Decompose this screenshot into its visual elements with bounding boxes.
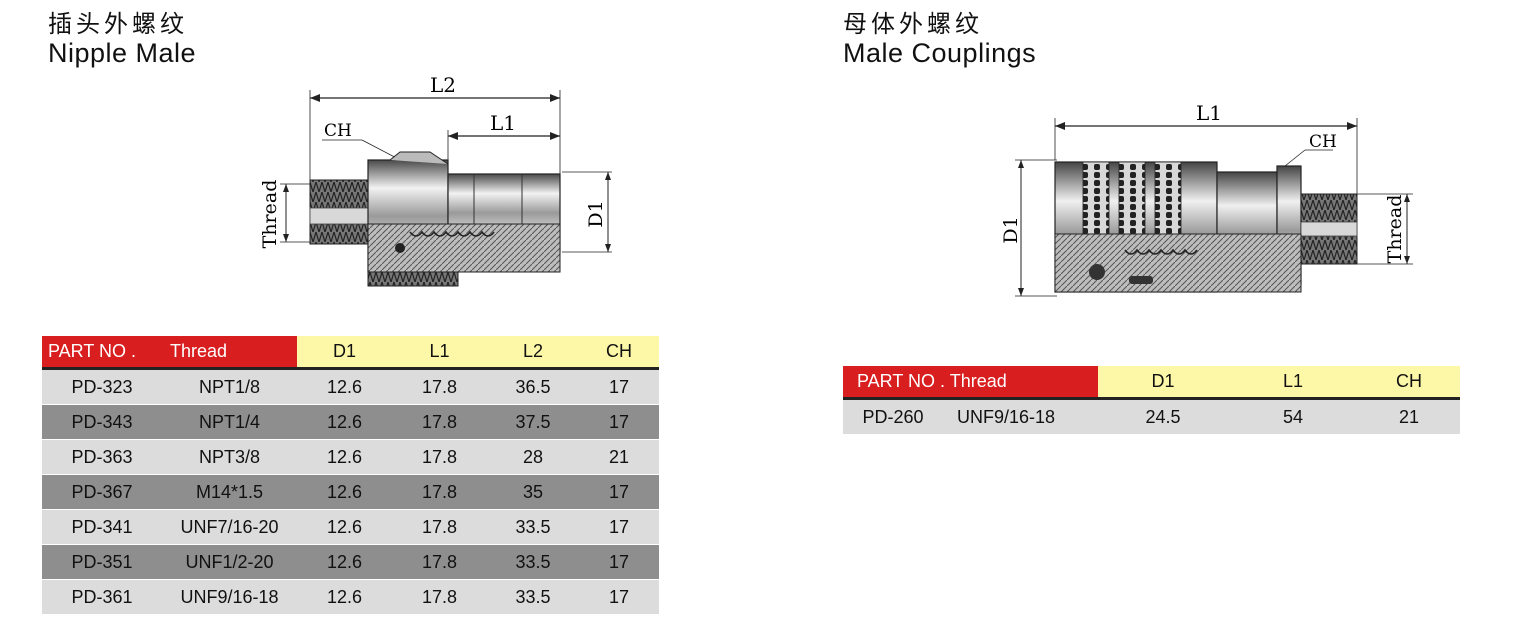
cell-l1: 54 bbox=[1228, 398, 1359, 435]
cell-ch: 17 bbox=[579, 368, 659, 405]
cell-d1: 12.6 bbox=[297, 509, 392, 545]
section-cutaway bbox=[1054, 233, 1302, 293]
cell-l2: 33.5 bbox=[487, 579, 579, 615]
ch-label: CH bbox=[1309, 132, 1337, 152]
nipple-male-title-en: Nipple Male bbox=[48, 38, 197, 69]
table-header-row: PART NO . Thread D1 L1 CH bbox=[843, 366, 1461, 400]
cell-d1: 12.6 bbox=[297, 368, 392, 405]
thread-label: Thread bbox=[259, 180, 281, 249]
header-ch: CH bbox=[1358, 366, 1461, 400]
male-couplings-title: 母体外螺纹 Male Couplings bbox=[843, 10, 1036, 70]
l1-label: L1 bbox=[1196, 101, 1222, 125]
header-part-no: PART NO . bbox=[42, 336, 162, 370]
header-l1: L1 bbox=[392, 336, 487, 370]
cell-d1: 12.6 bbox=[297, 544, 392, 580]
cell-l2: 33.5 bbox=[487, 509, 579, 545]
table-row: PD-343 NPT1/4 12.6 17.8 37.5 17 bbox=[42, 404, 659, 440]
header-d1: D1 bbox=[297, 336, 392, 370]
cell-d1: 24.5 bbox=[1098, 398, 1229, 435]
male-couplings-title-zh: 母体外螺纹 bbox=[843, 10, 983, 38]
cell-l1: 17.8 bbox=[392, 404, 487, 440]
cell-l2: 36.5 bbox=[487, 368, 579, 405]
l2-label: L2 bbox=[430, 73, 456, 97]
cell-d1: 12.6 bbox=[297, 439, 392, 475]
header-part-no-thread: PART NO . Thread bbox=[843, 366, 1099, 400]
cell-ch: 17 bbox=[579, 474, 659, 510]
cell-d1: 12.6 bbox=[297, 579, 392, 615]
cell-l1: 17.8 bbox=[392, 439, 487, 475]
cell-ch: 21 bbox=[579, 439, 659, 475]
table-row: PD-260 UNF9/16-18 24.5 54 21 bbox=[843, 398, 1461, 435]
cell-part-no: PD-367 bbox=[42, 474, 162, 510]
nipple-male-title: 插头外螺纹 Nipple Male bbox=[48, 10, 196, 70]
table-row: PD-323 NPT1/8 12.6 17.8 36.5 17 bbox=[42, 368, 659, 405]
cell-ch: 21 bbox=[1358, 398, 1461, 435]
cell-thread: UNF9/16-18 bbox=[162, 579, 297, 615]
cell-part-no: PD-343 bbox=[42, 404, 162, 440]
cell-d1: 12.6 bbox=[297, 404, 392, 440]
header-d1: D1 bbox=[1098, 366, 1229, 400]
l1-label: L1 bbox=[490, 111, 516, 135]
cell-l2: 37.5 bbox=[487, 404, 579, 440]
male-couplings-title-en: Male Couplings bbox=[843, 38, 1037, 69]
cell-ch: 17 bbox=[579, 544, 659, 580]
cell-l1: 17.8 bbox=[392, 579, 487, 615]
table-row: PD-341 UNF7/16-20 12.6 17.8 33.5 17 bbox=[42, 509, 659, 545]
header-l2: L2 bbox=[487, 336, 579, 370]
cell-ch: 17 bbox=[579, 509, 659, 545]
nipple-male-spec-table: PART NO . Thread D1 L1 L2 CH PD-323 NPT1… bbox=[42, 336, 659, 615]
table-row: PD-363 NPT3/8 12.6 17.8 28 21 bbox=[42, 439, 659, 475]
cell-ch: 17 bbox=[579, 404, 659, 440]
cell-part-no: PD-323 bbox=[42, 368, 162, 405]
cell-l2: 28 bbox=[487, 439, 579, 475]
d1-label: D1 bbox=[1000, 216, 1022, 243]
cell-d1: 12.6 bbox=[297, 474, 392, 510]
header-l1: L1 bbox=[1228, 366, 1359, 400]
cell-l2: 35 bbox=[487, 474, 579, 510]
nipple-male-title-zh: 插头外螺纹 bbox=[48, 10, 188, 38]
cell-thread: UNF7/16-20 bbox=[162, 509, 297, 545]
table-row: PD-361 UNF9/16-18 12.6 17.8 33.5 17 bbox=[42, 579, 659, 615]
ch-label: CH bbox=[324, 121, 352, 141]
cell-l1: 17.8 bbox=[392, 544, 487, 580]
cell-l1: 17.8 bbox=[392, 368, 487, 405]
male-couplings-spec-table: PART NO . Thread D1 L1 CH PD-260 UNF9/16… bbox=[843, 366, 1461, 435]
cell-thread: UNF9/16-18 bbox=[943, 398, 1099, 435]
cell-l1: 17.8 bbox=[392, 474, 487, 510]
d1-label: D1 bbox=[585, 200, 607, 227]
cell-l2: 33.5 bbox=[487, 544, 579, 580]
cell-part-no: PD-361 bbox=[42, 579, 162, 615]
cell-part-no: PD-260 bbox=[843, 398, 943, 435]
cell-thread: NPT1/4 bbox=[162, 404, 297, 440]
cell-thread: NPT1/8 bbox=[162, 368, 297, 405]
cell-ch: 17 bbox=[579, 579, 659, 615]
cell-part-no: PD-363 bbox=[42, 439, 162, 475]
cell-part-no: PD-351 bbox=[42, 544, 162, 580]
table-row: PD-351 UNF1/2-20 12.6 17.8 33.5 17 bbox=[42, 544, 659, 580]
cell-l1: 17.8 bbox=[392, 509, 487, 545]
male-couplings-diagram: L1 CH D1 Thread bbox=[1000, 101, 1413, 297]
thread-label: Thread bbox=[1384, 195, 1406, 264]
cell-part-no: PD-341 bbox=[42, 509, 162, 545]
cell-thread: NPT3/8 bbox=[162, 439, 297, 475]
cell-thread: UNF1/2-20 bbox=[162, 544, 297, 580]
nipple-male-diagram: L2 L1 CH Thread D1 bbox=[259, 73, 612, 287]
header-ch: CH bbox=[579, 336, 659, 370]
table-row: PD-367 M14*1.5 12.6 17.8 35 17 bbox=[42, 474, 659, 510]
header-thread: Thread bbox=[162, 336, 297, 370]
table-header-row: PART NO . Thread D1 L1 L2 CH bbox=[42, 336, 659, 370]
cell-thread: M14*1.5 bbox=[162, 474, 297, 510]
